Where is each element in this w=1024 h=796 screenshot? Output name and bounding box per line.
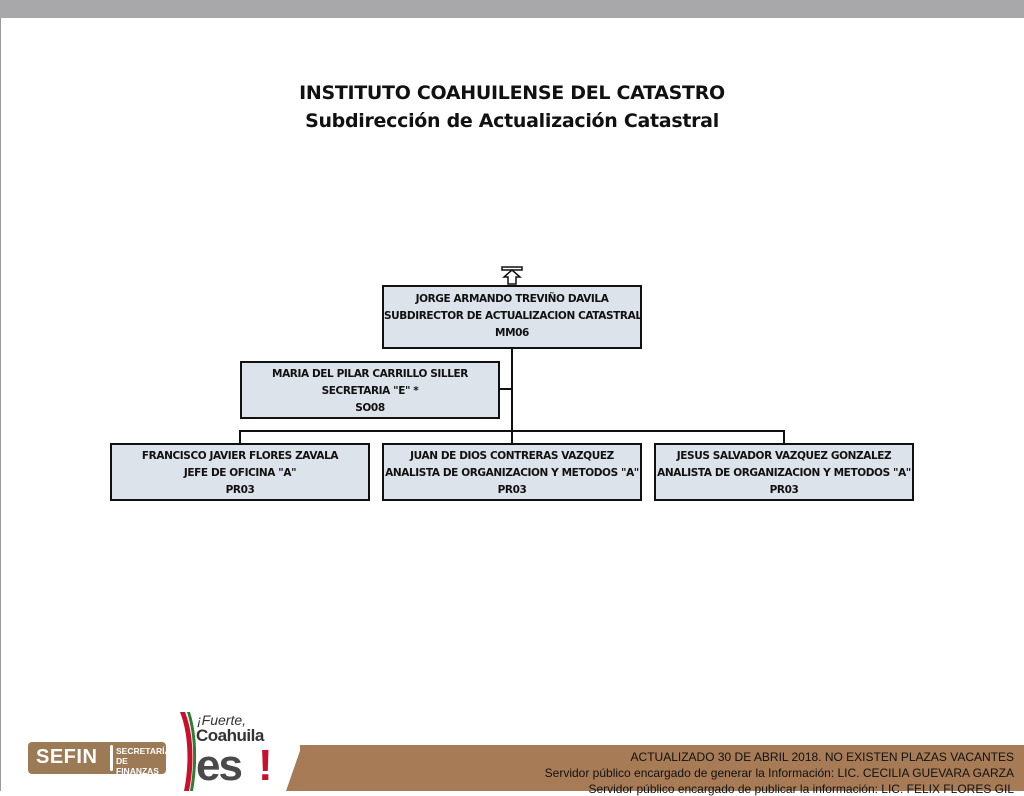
assistant-code: SO08 — [355, 402, 385, 414]
subordinate-code: PR03 — [497, 484, 527, 496]
page-title: INSTITUTO COAHUILENSE DEL CATASTRO — [299, 82, 725, 104]
org-box-subordinate-2: JUAN DE DIOS CONTRERAS VAZQUEZ ANALISTA … — [382, 443, 642, 501]
connector-right-drop — [783, 430, 785, 444]
footer-band-wedge — [286, 745, 302, 791]
connector-left-drop — [239, 430, 241, 444]
coahuila-logo-exclamation: ! — [258, 741, 273, 790]
coahuila-logo-tagline: ¡Fuerte, — [197, 712, 247, 728]
subordinate-position: ANALISTA DE ORGANIZACION Y METODOS "A" — [657, 467, 911, 479]
subordinate-name: JUAN DE DIOS CONTRERAS VAZQUEZ — [410, 450, 614, 462]
subordinate-code: PR03 — [769, 484, 799, 496]
up-arrow-icon — [501, 266, 523, 285]
connector-assistant — [499, 388, 512, 390]
subordinate-position: JEFE DE OFICINA "A" — [183, 467, 297, 479]
footer-band — [300, 745, 1024, 791]
org-box-subordinate-3: JESUS SALVADOR VAZQUEZ GONZALEZ ANALISTA… — [654, 443, 914, 501]
org-box-head: JORGE ARMANDO TREVIÑO DAVILA SUBDIRECTOR… — [382, 285, 642, 349]
assistant-position: SECRETARIA "E" * — [321, 385, 419, 397]
head-code: MM06 — [495, 327, 529, 339]
coahuila-logo-es: es — [196, 741, 243, 790]
coahuila-logo-stripes — [180, 712, 196, 791]
sefin-logo-subtitle: SECRETARÍA DE FINANZAS — [116, 746, 171, 776]
sefin-logo: SEFIN SECRETARÍA DE FINANZAS — [28, 742, 171, 776]
footer-updated: ACTUALIZADO 30 DE ABRIL 2018. NO EXISTEN… — [630, 750, 1014, 764]
subordinate-code: PR03 — [225, 484, 255, 496]
sefin-logo-sub2: DE FINANZAS — [116, 756, 159, 776]
connector-horizontal — [239, 430, 785, 432]
footer-generator: Servidor público encargado de generar la… — [544, 766, 1014, 780]
page-subtitle: Subdirección de Actualización Catastral — [305, 110, 719, 132]
org-box-subordinate-1: FRANCISCO JAVIER FLORES ZAVALA JEFE DE O… — [110, 443, 370, 501]
connector-head-down — [511, 348, 513, 444]
subordinate-position: ANALISTA DE ORGANIZACION Y METODOS "A" — [385, 467, 639, 479]
sefin-logo-word: SEFIN — [36, 746, 98, 768]
left-border — [0, 18, 1, 791]
sefin-logo-sub1: SECRETARÍA — [116, 746, 171, 756]
subordinate-name: FRANCISCO JAVIER FLORES ZAVALA — [141, 450, 339, 462]
org-box-assistant: MARIA DEL PILAR CARRILLO SILLER SECRETAR… — [240, 361, 500, 419]
footer-publisher: Servidor público encargado de publicar l… — [588, 782, 1014, 796]
coahuila-logo-name: Coahuila — [196, 726, 264, 745]
head-position: SUBDIRECTOR DE ACTUALIZACION CATASTRAL — [384, 310, 642, 322]
assistant-name: MARIA DEL PILAR CARRILLO SILLER — [272, 368, 468, 380]
subordinate-name: JESUS SALVADOR VAZQUEZ GONZALEZ — [676, 450, 892, 462]
sefin-logo-separator — [110, 745, 113, 771]
head-name: JORGE ARMANDO TREVIÑO DAVILA — [415, 293, 609, 305]
top-bar — [0, 0, 1024, 18]
